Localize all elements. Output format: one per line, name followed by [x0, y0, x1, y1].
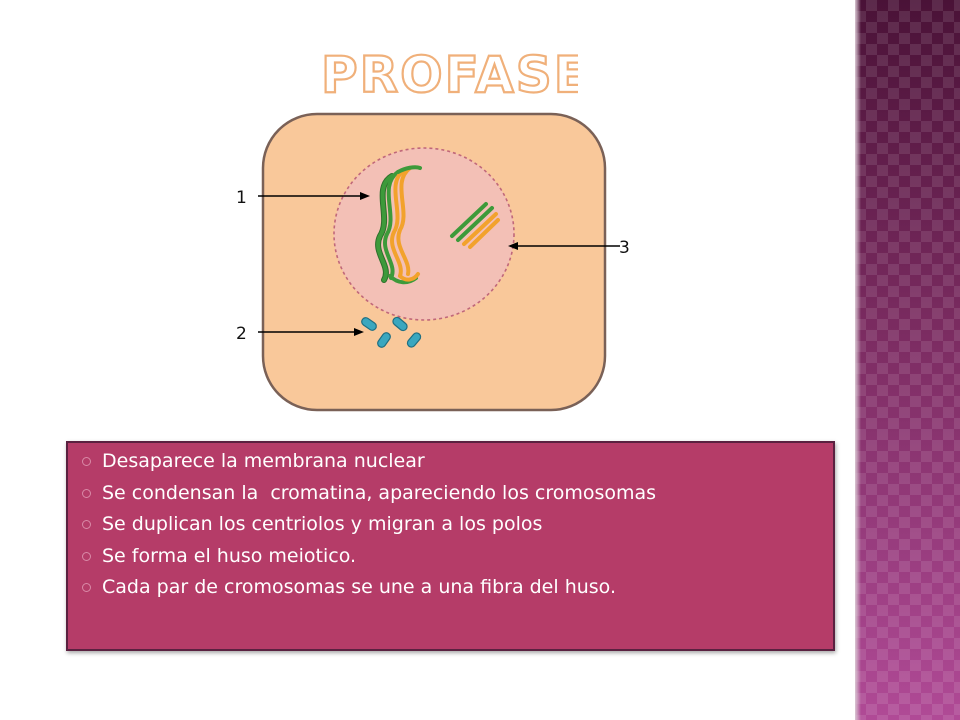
bullet-text: Cada par de cromosomas se une a una fibr…: [102, 576, 617, 598]
bullet-text: Desaparece la membrana nuclear: [102, 450, 425, 472]
bullet-list: Desaparece la membrana nuclear Se conden…: [68, 443, 833, 604]
label-2: 2: [236, 324, 247, 344]
decorative-side-panel: [855, 0, 960, 720]
label-1: 1: [236, 188, 247, 208]
bullet-icon: [82, 551, 91, 561]
bullet-item: Se condensan la cromatina, apareciendo l…: [82, 478, 833, 510]
bullet-icon: [82, 457, 91, 467]
bullet-text: Se duplican los centriolos y migran a lo…: [102, 513, 543, 535]
bullet-text: Se condensan la cromatina, apareciendo l…: [102, 481, 657, 504]
bullet-item: Se forma el huso meiotico.: [82, 541, 833, 573]
chromosome-pair-2: [450, 202, 500, 249]
label-3: 3: [619, 238, 630, 258]
bullet-icon: [82, 488, 91, 498]
cell-diagram: 1 2 3: [236, 112, 630, 412]
bullet-item: Se duplican los centriolos y migran a lo…: [82, 509, 833, 541]
bullet-item: Desaparece la membrana nuclear: [82, 446, 833, 478]
nucleus: [333, 147, 515, 321]
bullet-icon: [82, 520, 91, 530]
bullet-item: Cada par de cromosomas se une a una fibr…: [82, 572, 833, 604]
bullet-icon: [82, 583, 91, 593]
bullet-text: Se forma el huso meiotico.: [102, 544, 357, 567]
description-box: Desaparece la membrana nuclear Se conden…: [66, 441, 835, 651]
centrioles: [361, 316, 422, 348]
pointer-arrows: [258, 192, 620, 336]
slide-title-text: PROFASE I: [321, 46, 578, 104]
side-panel-edge: [855, 0, 861, 720]
slide-title: PROFASE I: [320, 45, 578, 105]
chromosome-pair-1: [375, 165, 422, 285]
